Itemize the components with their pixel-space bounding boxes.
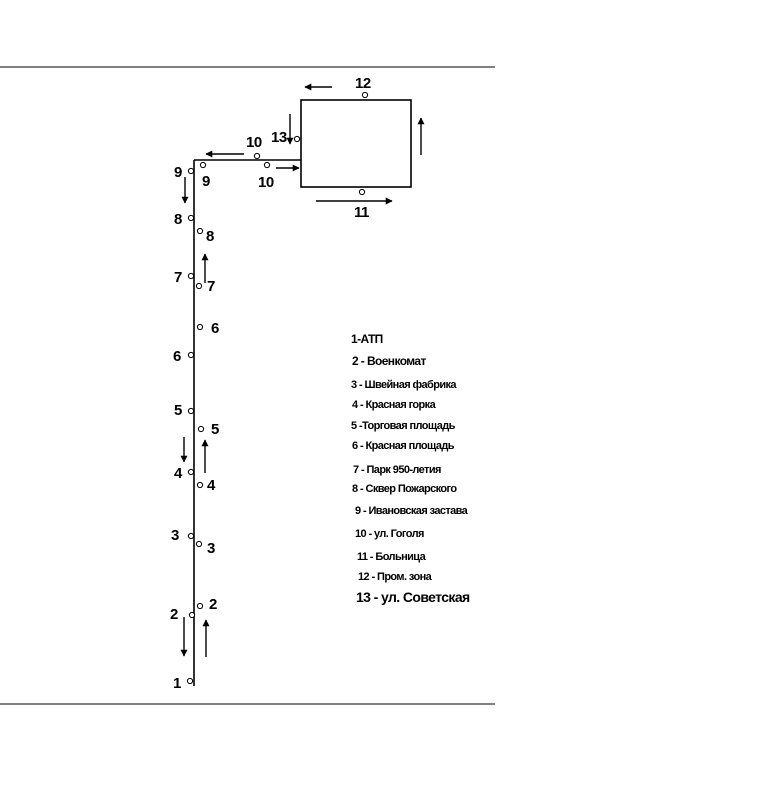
stop-8-marker-left <box>187 214 195 222</box>
stop-8-marker-right <box>196 227 204 235</box>
legend: 1-АТП 2 - Военкомат 3 - Швейная фабрика … <box>351 332 471 605</box>
legend-item: 3 - Швейная фабрика <box>351 379 457 391</box>
stop-2-marker-left <box>188 611 196 619</box>
stop-11-marker <box>358 188 366 196</box>
legend-item: 4 - Красная горка <box>352 399 437 411</box>
stop-9-label-right: 9 <box>202 173 210 190</box>
stop-12-marker <box>361 91 369 99</box>
stop-9-marker-left <box>187 167 195 175</box>
stop-8-label-left: 8 <box>174 211 182 228</box>
stop-3-marker-right <box>195 540 203 548</box>
stop-3-label-right: 3 <box>207 540 215 557</box>
stop-6-marker-left <box>187 351 195 359</box>
legend-item: 13 - ул. Советская <box>356 589 470 605</box>
legend-item: 5 -Торговая площадь <box>351 420 456 432</box>
stop-2-label-right: 2 <box>209 596 217 613</box>
stop-10-marker-top <box>253 152 261 160</box>
stop-4-label-right: 4 <box>207 477 216 494</box>
legend-item: 12 - Пром. зона <box>358 571 433 583</box>
legend-item: 1-АТП <box>351 332 383 346</box>
stop-8-label-right: 8 <box>206 228 214 245</box>
stop-2-marker-right <box>196 602 204 610</box>
stop-6-marker-right <box>196 323 204 331</box>
stop-3-label-left: 3 <box>171 527 179 544</box>
stop-13-label: 13 <box>271 129 287 146</box>
stop-7-label-left: 7 <box>174 269 182 286</box>
stop-5-marker-right <box>197 425 205 433</box>
legend-item: 9 - Ивановская застава <box>355 505 469 517</box>
stop-1-marker <box>186 677 194 685</box>
legend-item: 10 - ул. Гоголя <box>355 528 424 540</box>
stop-7-marker-right <box>195 282 203 290</box>
legend-item: 7 - Парк 950-летия <box>353 464 441 476</box>
legend-item: 6 - Красная площадь <box>352 440 455 452</box>
legend-item: 11 - Больница <box>357 551 427 563</box>
stop-4-label-left: 4 <box>174 465 183 482</box>
stop-5-label-right: 5 <box>211 421 219 438</box>
stop-5-marker-left <box>187 407 195 415</box>
stop-5-label-left: 5 <box>174 402 182 419</box>
loop-route-rect <box>300 99 412 188</box>
stop-10-marker-bottom <box>263 161 271 169</box>
stop-6-label-right: 6 <box>211 320 219 337</box>
stop-7-label-right: 7 <box>207 278 215 295</box>
stop-10-label-bottom: 10 <box>258 174 274 191</box>
stop-2-label-left: 2 <box>170 606 178 623</box>
stop-4-marker-right <box>196 481 204 489</box>
stop-4-marker-left <box>187 468 195 476</box>
stop-7-marker-left <box>187 272 195 280</box>
stop-3-marker-left <box>187 532 195 540</box>
legend-item: 2 - Военкомат <box>352 354 426 368</box>
stop-12-label: 12 <box>355 75 371 92</box>
stop-11-label: 11 <box>354 204 369 221</box>
stop-6-label-left: 6 <box>173 348 181 365</box>
stop-9-label-left: 9 <box>174 164 182 181</box>
legend-item: 8 - Сквер Пожарского <box>352 483 457 495</box>
stop-1-label: 1 <box>173 675 181 692</box>
stop-9-marker-right <box>199 161 207 169</box>
stop-13-marker <box>293 135 301 143</box>
stop-10-label-top: 10 <box>246 134 262 151</box>
